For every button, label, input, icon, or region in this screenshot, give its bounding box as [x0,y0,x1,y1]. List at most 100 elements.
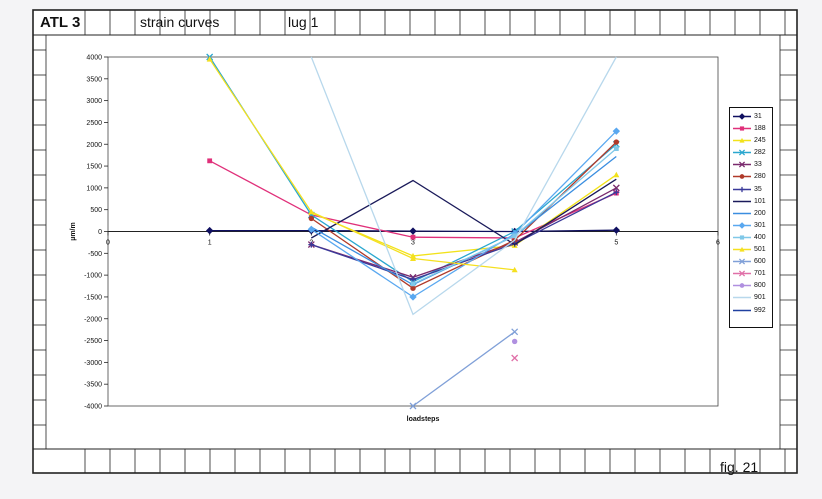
document-id: ATL 3 [40,14,81,31]
legend-swatch [733,246,751,252]
legend-item-188: 188 [730,123,772,135]
data-point-188 [207,158,213,164]
legend-item-501: 501 [730,244,772,256]
legend-label: 301 [754,221,766,229]
legend-item-600: 600 [730,256,772,268]
y-tick-label: 3000 [86,98,102,105]
legend-label: 400 [754,233,766,241]
legend-label: 501 [754,246,766,254]
legend-swatch [733,138,751,143]
y-tick-label: -1500 [84,294,102,301]
legend-swatch-marker [739,174,745,180]
series-701 [511,354,519,362]
legend-swatch [733,113,751,120]
series-line-501 [209,58,515,271]
y-tick-label: 2500 [86,120,102,127]
legend-label: 600 [754,258,766,266]
legend-swatch [733,258,751,265]
legend-swatch-marker [739,235,745,240]
x-tick-label: 0 [106,240,110,247]
data-point-31 [612,226,621,234]
legend-swatch-marker [739,186,745,192]
data-point-701 [511,354,519,362]
legend-label: 701 [754,270,766,278]
legend-item-282: 282 [730,147,772,159]
data-point-35 [308,241,315,248]
legend-swatch-marker [738,270,746,277]
series-line-101 [310,178,617,246]
data-point-301 [409,293,417,301]
data-point-245 [613,171,620,178]
y-tick-label: -500 [88,251,102,258]
y-tick-label: -4000 [84,404,102,411]
chart-kind: strain curves [140,14,220,30]
legend-swatch [733,212,751,214]
data-point-400 [613,146,619,152]
legend-item-701: 701 [730,268,772,280]
legend-item-200: 200 [730,208,772,220]
y-tick-label: -2000 [84,316,102,323]
legend-swatch [733,149,751,156]
legend-swatch-marker [738,149,746,156]
legend-swatch [733,297,751,299]
legend-swatch [733,309,751,311]
legend-item-901: 901 [730,292,772,304]
x-axis-label: loadsteps [407,416,440,423]
legend-swatch-marker [738,113,746,120]
x-tick-label: 5 [614,240,618,247]
legend-label: 282 [754,149,766,157]
y-tick-label: 0 [98,229,102,236]
legend-swatch-marker [738,161,746,168]
legend-swatch-marker [739,126,745,131]
y-axis-label: µm/m [70,222,77,240]
legend-label: 33 [754,161,762,169]
figure-label: fig. 21 [720,459,759,475]
data-point-501 [410,255,416,261]
data-point-280 [308,215,315,222]
chart-area: 012345640003500300025002000150010005000-… [70,53,720,423]
data-point-280 [410,285,416,291]
legend-swatch-marker [739,138,745,143]
legend-swatch-marker [738,222,746,229]
series-800 [511,338,518,345]
y-tick-label: 1000 [86,185,102,192]
data-point-501 [308,208,315,215]
legend-swatch [733,126,751,131]
data-point-800 [511,338,518,345]
x-tick-label: 6 [716,240,720,247]
series-line-35 [311,191,617,281]
series-line-901 [310,56,617,316]
legend-swatch [733,174,751,180]
data-point-501 [511,266,518,273]
legend-item-800: 800 [730,280,772,292]
legend-item-280: 280 [730,171,772,183]
legend-label: 101 [754,197,766,205]
series-line-245 [311,174,617,257]
legend-item-245: 245 [730,135,772,147]
legend-swatch [733,161,751,168]
y-tick-label: 1500 [86,164,102,171]
data-point-501 [206,56,213,62]
legend-label: 992 [754,306,766,314]
data-point-301 [612,127,621,135]
legend-item-301: 301 [730,220,772,232]
legend-swatch [733,186,751,192]
legend-label: 245 [754,137,766,145]
legend-swatch-marker [738,258,746,265]
y-tick-label: -3500 [84,382,102,389]
series-901 [310,56,617,316]
y-tick-label: -3000 [84,360,102,367]
data-point-400 [512,233,518,239]
y-tick-label: -1000 [84,273,102,280]
y-tick-label: -2500 [84,338,102,345]
legend-item-101: 101 [730,196,772,208]
legend-item-35: 35 [730,184,772,196]
y-tick-label: 500 [90,207,102,214]
data-point-31 [409,227,417,235]
legend-swatch [733,235,751,240]
legend-label: 35 [754,185,762,193]
series-line-600 [412,331,516,407]
series-101 [310,178,617,246]
